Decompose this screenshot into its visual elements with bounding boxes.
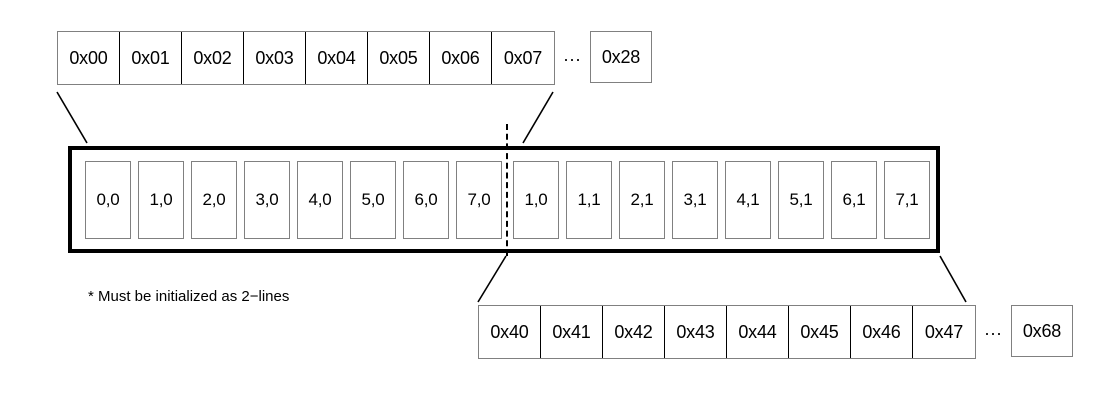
address-cell: 0x45	[789, 306, 851, 358]
address-cell: 0x40	[479, 306, 541, 358]
line-0-address-row: 0x00 0x01 0x02 0x03 0x04 0x05 0x06 0x07 …	[57, 31, 652, 85]
leader-top-right	[522, 91, 554, 144]
address-cell: 0x43	[665, 306, 727, 358]
address-cell: 0x04	[306, 32, 368, 84]
cache-slot: 7,0	[456, 160, 502, 239]
address-cell: 0x02	[182, 32, 244, 84]
cache-slot: 5,1	[778, 160, 824, 239]
address-cell: 0x06	[430, 32, 492, 84]
cache-slot: 4,1	[725, 160, 771, 239]
cache-slot: 2,1	[619, 160, 665, 239]
address-cell-tail: 0x68	[1011, 305, 1073, 357]
address-cell: 0x41	[541, 306, 603, 358]
leader-bottom-left	[477, 255, 507, 303]
cache-slot: 0,0	[85, 160, 131, 239]
footnote-text: * Must be initialized as 2−lines	[88, 288, 290, 305]
cache-slot: 4,0	[297, 160, 343, 239]
address-cell: 0x01	[120, 32, 182, 84]
address-cell: 0x47	[913, 306, 975, 358]
cache-slot: 3,0	[244, 160, 290, 239]
cache-slot: 5,0	[350, 160, 396, 239]
address-cell: 0x42	[603, 306, 665, 358]
address-cell: 0x44	[727, 306, 789, 358]
cache-line-buffer: 0,0 1,0 2,0 3,0 4,0 5,0 6,0 7,0 1,0 1,1 …	[68, 146, 940, 253]
line-1-address-group: 0x40 0x41 0x42 0x43 0x44 0x45 0x46 0x47	[478, 305, 976, 359]
cache-slot: 1,0	[138, 160, 184, 239]
address-ellipsis: ...	[563, 44, 582, 65]
cache-slot: 2,0	[191, 160, 237, 239]
cache-slot: 3,1	[672, 160, 718, 239]
address-cell: 0x07	[492, 32, 554, 84]
address-cell: 0x05	[368, 32, 430, 84]
address-cell: 0x03	[244, 32, 306, 84]
cache-slot: 6,1	[831, 160, 877, 239]
address-cell: 0x00	[58, 32, 120, 84]
line-1-address-row: 0x40 0x41 0x42 0x43 0x44 0x45 0x46 0x47 …	[478, 305, 1073, 359]
cache-slot: 1,0	[513, 160, 559, 239]
address-cell: 0x46	[851, 306, 913, 358]
cache-slot: 1,1	[566, 160, 612, 239]
leader-bottom-right	[939, 255, 967, 303]
cache-slot: 7,1	[884, 160, 930, 239]
cache-line-split-marker	[506, 124, 508, 256]
line-0-address-group: 0x00 0x01 0x02 0x03 0x04 0x05 0x06 0x07	[57, 31, 555, 85]
cache-slot: 6,0	[403, 160, 449, 239]
address-ellipsis: ...	[984, 318, 1003, 339]
address-cell-tail: 0x28	[590, 31, 652, 83]
leader-top-left	[56, 91, 88, 144]
